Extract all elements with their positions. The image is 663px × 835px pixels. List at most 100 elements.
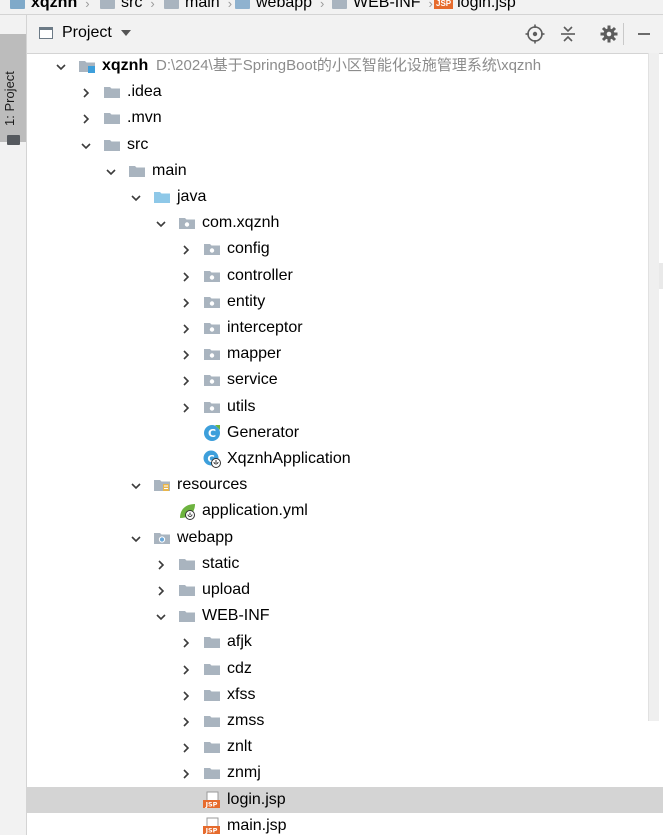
scrollbar-thumb[interactable] bbox=[648, 53, 659, 721]
chevron-right-icon[interactable] bbox=[180, 401, 192, 413]
tree-item-label: XqznhApplication bbox=[227, 450, 351, 467]
tree-item[interactable]: C XqznhApplication bbox=[27, 446, 663, 472]
tree-item-label: znmj bbox=[227, 764, 261, 781]
chevron-right-icon[interactable] bbox=[180, 663, 192, 675]
chevron-down-icon[interactable] bbox=[130, 532, 142, 544]
chevron-right-icon[interactable] bbox=[155, 584, 167, 596]
chevron-down-icon[interactable] bbox=[55, 60, 67, 72]
collapse-all-icon[interactable] bbox=[557, 23, 579, 45]
view-selector[interactable]: Project bbox=[39, 24, 131, 42]
tree-item[interactable]: mapper bbox=[27, 341, 663, 367]
tree-item-label: main.jsp bbox=[227, 817, 287, 834]
jsp-file-icon: JSP bbox=[203, 817, 221, 835]
folder-icon bbox=[203, 686, 221, 704]
tree-item[interactable]: znmj bbox=[27, 760, 663, 786]
chevron-right-icon[interactable] bbox=[80, 86, 92, 98]
chevron-right-icon[interactable] bbox=[180, 348, 192, 360]
locate-icon[interactable] bbox=[524, 23, 546, 45]
chevron-down-icon[interactable] bbox=[120, 30, 131, 36]
tree-item[interactable]: entity bbox=[27, 289, 663, 315]
jsp-file-icon: JSP bbox=[203, 791, 221, 809]
folder-icon bbox=[178, 555, 196, 573]
package-icon bbox=[203, 398, 221, 416]
chevron-right-icon[interactable] bbox=[180, 270, 192, 282]
tree-item[interactable]: WEB-INF bbox=[27, 603, 663, 629]
tree-item[interactable]: resources bbox=[27, 472, 663, 498]
tree-item[interactable]: JSP main.jsp bbox=[27, 813, 663, 835]
chevron-right-icon[interactable] bbox=[155, 558, 167, 570]
chevron-right-icon: › bbox=[85, 0, 90, 11]
chevron-right-icon[interactable] bbox=[180, 374, 192, 386]
chevron-right-icon[interactable] bbox=[180, 767, 192, 779]
chevron-right-icon: › bbox=[428, 0, 433, 11]
breadcrumb-label: login.jsp bbox=[457, 0, 516, 11]
tree-item[interactable]: utils bbox=[27, 394, 663, 420]
hide-icon[interactable] bbox=[633, 23, 655, 45]
chevron-right-icon[interactable] bbox=[180, 296, 192, 308]
chevron-right-icon[interactable] bbox=[180, 741, 192, 753]
gear-icon[interactable] bbox=[598, 23, 620, 45]
tree-item[interactable]: java bbox=[27, 184, 663, 210]
chevron-right-icon[interactable] bbox=[180, 243, 192, 255]
breadcrumb-item[interactable]: main› bbox=[164, 0, 232, 13]
tree-item[interactable]: upload bbox=[27, 577, 663, 603]
tree-item[interactable]: cdz bbox=[27, 656, 663, 682]
tree-item[interactable]: src bbox=[27, 132, 663, 158]
tree-item[interactable]: afjk bbox=[27, 629, 663, 655]
chevron-right-icon[interactable] bbox=[180, 715, 192, 727]
breadcrumb-label: xqznh bbox=[31, 0, 78, 11]
package-icon bbox=[203, 371, 221, 389]
tree-item-label: config bbox=[227, 240, 270, 257]
chevron-down-icon[interactable] bbox=[130, 191, 142, 203]
chevron-down-icon[interactable] bbox=[155, 217, 167, 229]
tree-item[interactable]: .mvn bbox=[27, 105, 663, 131]
tree-item[interactable]: C Generator bbox=[27, 420, 663, 446]
project-tool-window-tab[interactable]: 1: Project bbox=[0, 34, 26, 145]
chevron-down-icon[interactable] bbox=[155, 610, 167, 622]
folder-icon bbox=[128, 162, 146, 180]
project-view-icon bbox=[39, 27, 53, 39]
chevron-down-icon[interactable] bbox=[80, 139, 92, 151]
tree-item[interactable]: webapp bbox=[27, 525, 663, 551]
tree-item[interactable]: interceptor bbox=[27, 315, 663, 341]
chevron-right-icon[interactable] bbox=[180, 689, 192, 701]
web-folder-icon bbox=[153, 529, 171, 547]
breadcrumb-item[interactable]: webapp› bbox=[235, 0, 324, 13]
breadcrumb-item[interactable]: WEB-INF› bbox=[332, 0, 433, 13]
tree-item[interactable]: com.xqznh bbox=[27, 210, 663, 236]
chevron-right-icon[interactable] bbox=[180, 322, 192, 334]
tree-item[interactable]: JSP login.jsp bbox=[27, 787, 663, 813]
tree-item[interactable]: xfss bbox=[27, 682, 663, 708]
tree-item-label: cdz bbox=[227, 660, 252, 677]
chevron-down-icon[interactable] bbox=[130, 479, 142, 491]
tree-item[interactable]: zmss bbox=[27, 708, 663, 734]
chevron-right-icon[interactable] bbox=[80, 112, 92, 124]
spring-boot-class-icon: C bbox=[203, 450, 221, 468]
chevron-down-icon[interactable] bbox=[105, 165, 117, 177]
breadcrumb-item[interactable]: xqznh › bbox=[10, 0, 90, 13]
java-class-icon: C bbox=[203, 424, 221, 442]
tree-item[interactable]: static bbox=[27, 551, 663, 577]
tree-item[interactable]: service bbox=[27, 367, 663, 393]
tree-item[interactable]: main bbox=[27, 158, 663, 184]
tree-item[interactable]: controller bbox=[27, 263, 663, 289]
tree-item-label: Generator bbox=[227, 424, 300, 441]
tree-item[interactable]: application.yml bbox=[27, 498, 663, 524]
tree-item[interactable]: .idea bbox=[27, 79, 663, 105]
folder-icon bbox=[203, 633, 221, 651]
package-icon bbox=[203, 345, 221, 363]
module-folder-icon bbox=[10, 0, 25, 9]
tree-item[interactable]: znlt bbox=[27, 734, 663, 760]
folder-icon bbox=[203, 738, 221, 756]
module-path: D:\2024\基于SpringBoot的小区智能化设施管理系统\xqznh bbox=[156, 57, 542, 74]
breadcrumb-item[interactable]: src› bbox=[100, 0, 155, 13]
svg-text:JSP: JSP bbox=[205, 827, 218, 835]
tree-item-label: login.jsp bbox=[227, 791, 286, 808]
chevron-right-icon[interactable] bbox=[180, 636, 192, 648]
project-panel-header: Project bbox=[27, 15, 663, 54]
tree-item[interactable]: config bbox=[27, 236, 663, 262]
